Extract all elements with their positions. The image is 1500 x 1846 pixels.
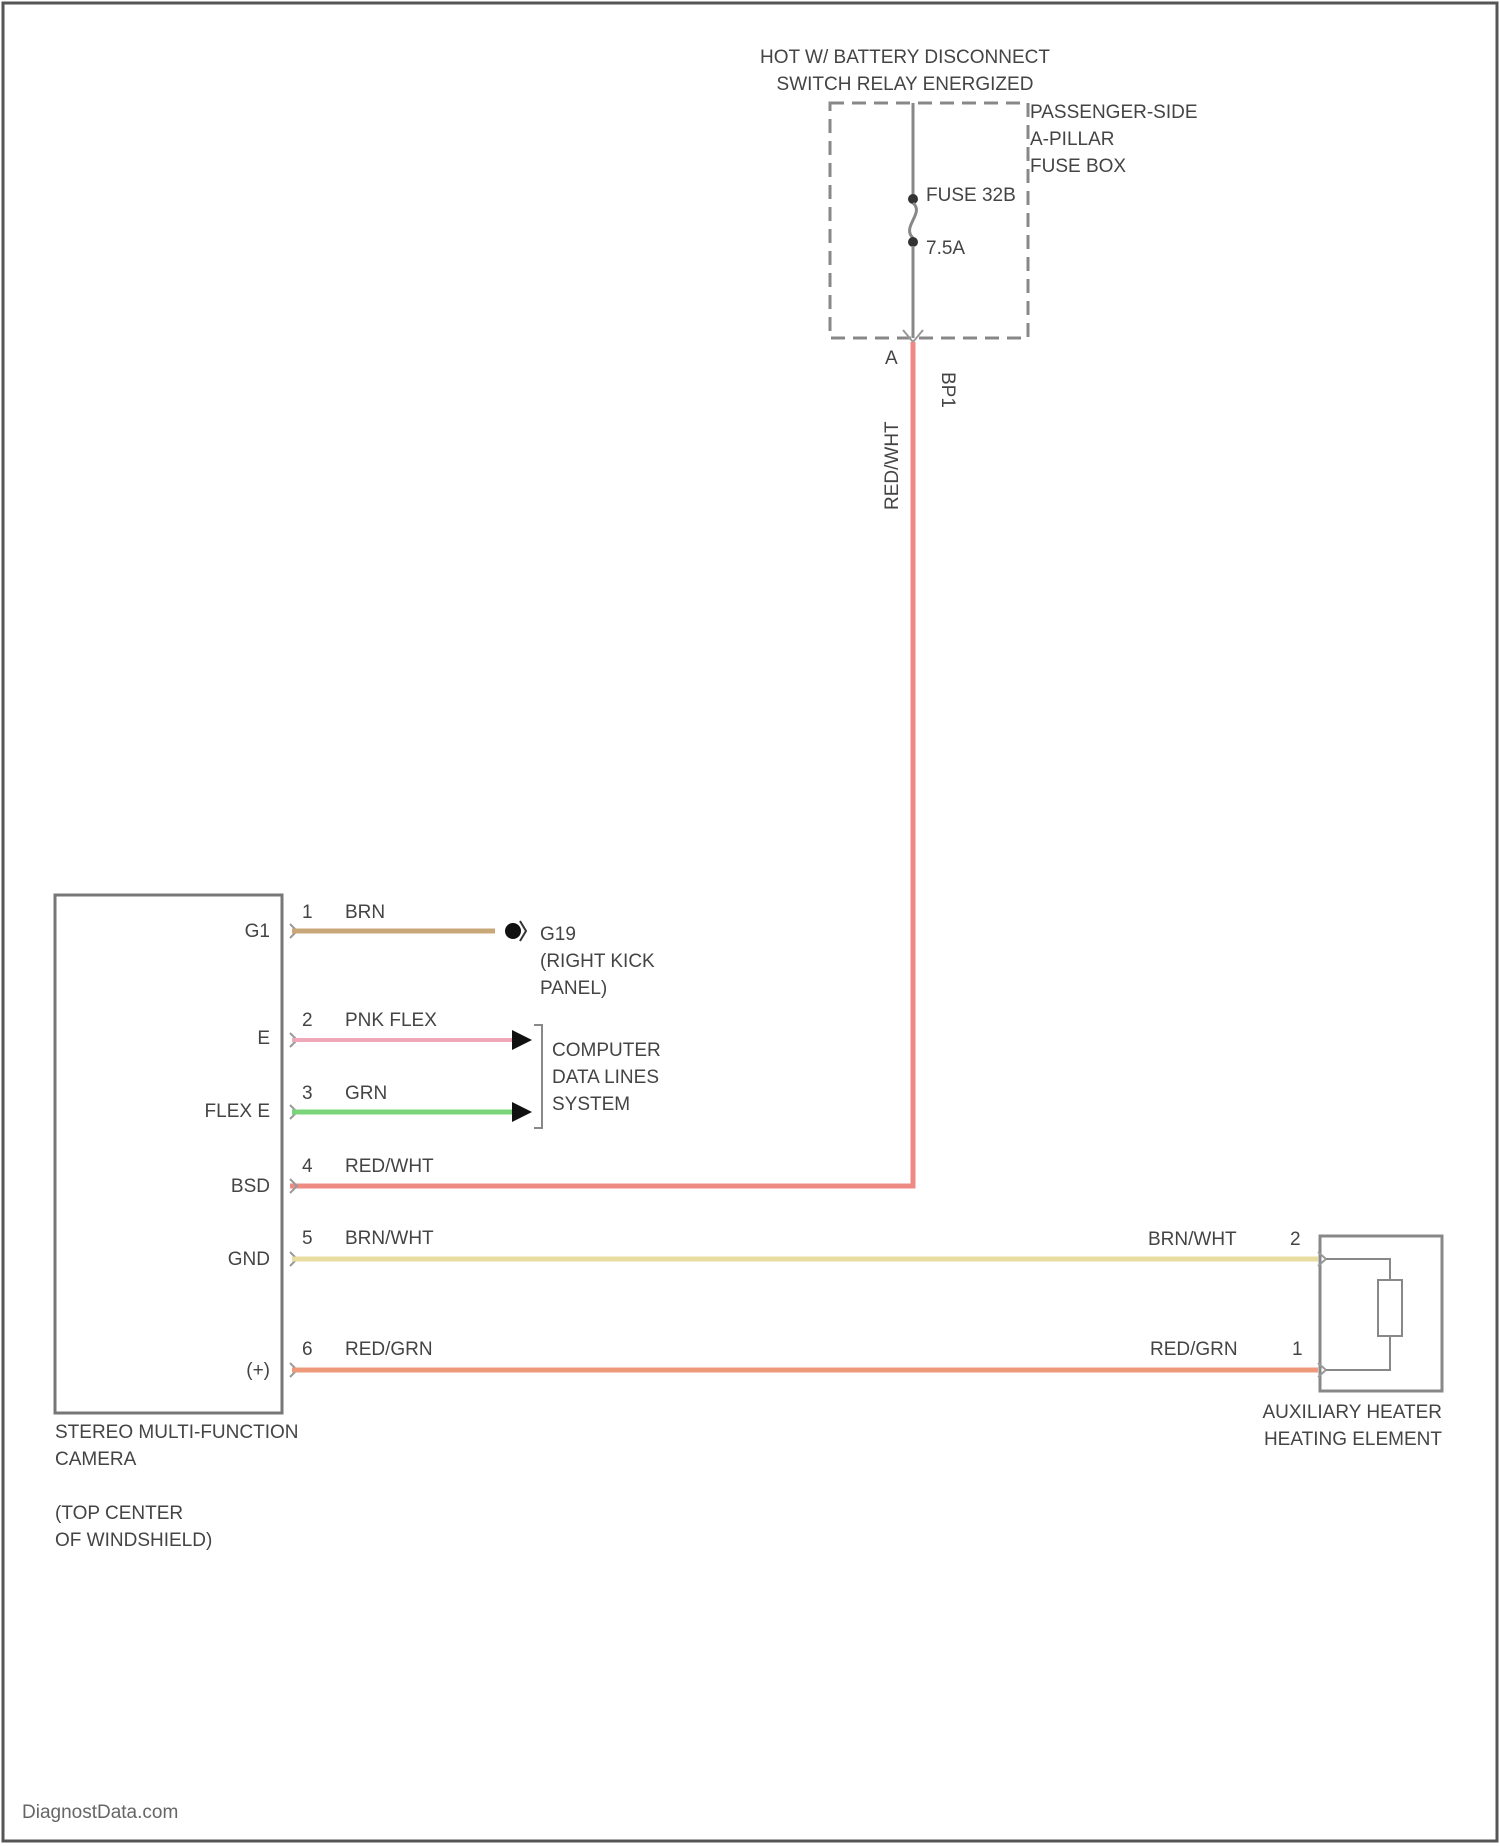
data-lines-bracket <box>534 1025 542 1128</box>
ground-name: G19 <box>540 924 576 945</box>
vertical-wire-color-label: RED/WHT <box>882 421 903 510</box>
power-source-line2: SWITCH RELAY ENERGIZED <box>777 74 1034 95</box>
ground-eyelet-icon <box>505 923 521 939</box>
fuse-box: PASSENGER-SIDE A-PILLAR FUSE BOX FUSE 32… <box>830 102 1198 408</box>
fuse-pin-label: A <box>885 348 898 369</box>
power-source-line1: HOT W/ BATTERY DISCONNECT <box>760 47 1050 68</box>
pin-signal-label: GND <box>228 1249 270 1270</box>
fuse-rating: 7.5A <box>926 238 965 259</box>
wire-color-label: BRN <box>345 902 385 923</box>
pin-signal-label: FLEX E <box>205 1101 270 1122</box>
fuse-connector-label: BP1 <box>937 372 958 408</box>
wire-color-label: PNK FLEX <box>345 1010 437 1031</box>
ground-location-line2: PANEL) <box>540 978 607 999</box>
heater-wire-label-1: RED/GRN <box>1150 1339 1238 1360</box>
camera-module: STEREO MULTI-FUNCTION CAMERA (TOP CENTER… <box>55 895 298 1551</box>
camera-name-line2: CAMERA <box>55 1449 137 1470</box>
pin-number: 6 <box>302 1339 313 1360</box>
camera-pin-3: FLEX E 3 GRN <box>205 1083 532 1122</box>
fuse-box-name-line1: PASSENGER-SIDE <box>1030 102 1198 123</box>
diagram-border <box>3 3 1497 1841</box>
fuse-terminal-bottom <box>908 237 918 247</box>
wire-color-label: BRN/WHT <box>345 1228 434 1249</box>
camera-location-line2: OF WINDSHIELD) <box>55 1530 212 1551</box>
wire-color-label: GRN <box>345 1083 387 1104</box>
ground-g19: G19 (RIGHT KICK PANEL) <box>505 921 655 999</box>
camera-box <box>55 895 282 1413</box>
data-system-line2: DATA LINES <box>552 1067 659 1088</box>
pin-signal-label: (+) <box>246 1360 270 1381</box>
wire-color-label: RED/WHT <box>345 1156 434 1177</box>
computer-data-lines: COMPUTER DATA LINES SYSTEM <box>534 1025 661 1128</box>
pin-number: 4 <box>302 1156 313 1177</box>
pin-signal-label: E <box>257 1028 270 1049</box>
footer-watermark: DiagnostData.com <box>22 1802 178 1824</box>
camera-location-line1: (TOP CENTER <box>55 1503 183 1524</box>
auxiliary-heater: BRN/WHT 2 RED/GRN 1 AUXILIARY HEATER HEA… <box>1148 1229 1442 1450</box>
pin-number: 5 <box>302 1228 313 1249</box>
heater-name-line1: AUXILIARY HEATER <box>1262 1402 1442 1423</box>
pin-signal-label: G1 <box>245 921 270 942</box>
data-system-line1: COMPUTER <box>552 1040 661 1061</box>
camera-pin-2: E 2 PNK FLEX <box>257 1010 532 1050</box>
ground-location-line1: (RIGHT KICK <box>540 951 655 972</box>
fuse-box-outline <box>830 103 1028 338</box>
heater-pin-num-2: 2 <box>1290 1229 1301 1250</box>
heater-wire-label-2: BRN/WHT <box>1148 1229 1237 1250</box>
data-line-arrow <box>512 1102 532 1122</box>
fuse-box-name-line3: FUSE BOX <box>1030 156 1126 177</box>
camera-pin-4: BSD 4 RED/WHT <box>231 1156 434 1197</box>
heater-name-line2: HEATING ELEMENT <box>1264 1429 1442 1450</box>
pin-number: 1 <box>302 902 313 923</box>
data-line-arrow <box>512 1030 532 1050</box>
fuse-symbol <box>910 203 917 238</box>
heater-pin-num-1: 1 <box>1292 1339 1303 1360</box>
wire-color-label: RED/GRN <box>345 1339 433 1360</box>
pin-number: 2 <box>302 1010 313 1031</box>
pin-number: 3 <box>302 1083 313 1104</box>
heating-element-resistor-icon <box>1378 1280 1402 1336</box>
fuse-box-name-line2: A-PILLAR <box>1030 129 1114 150</box>
data-system-line3: SYSTEM <box>552 1094 630 1115</box>
pin-signal-label: BSD <box>231 1176 270 1197</box>
fuse-terminal-top <box>908 194 918 204</box>
camera-name-line1: STEREO MULTI-FUNCTION <box>55 1422 298 1443</box>
fuse-label: FUSE 32B <box>926 185 1016 206</box>
